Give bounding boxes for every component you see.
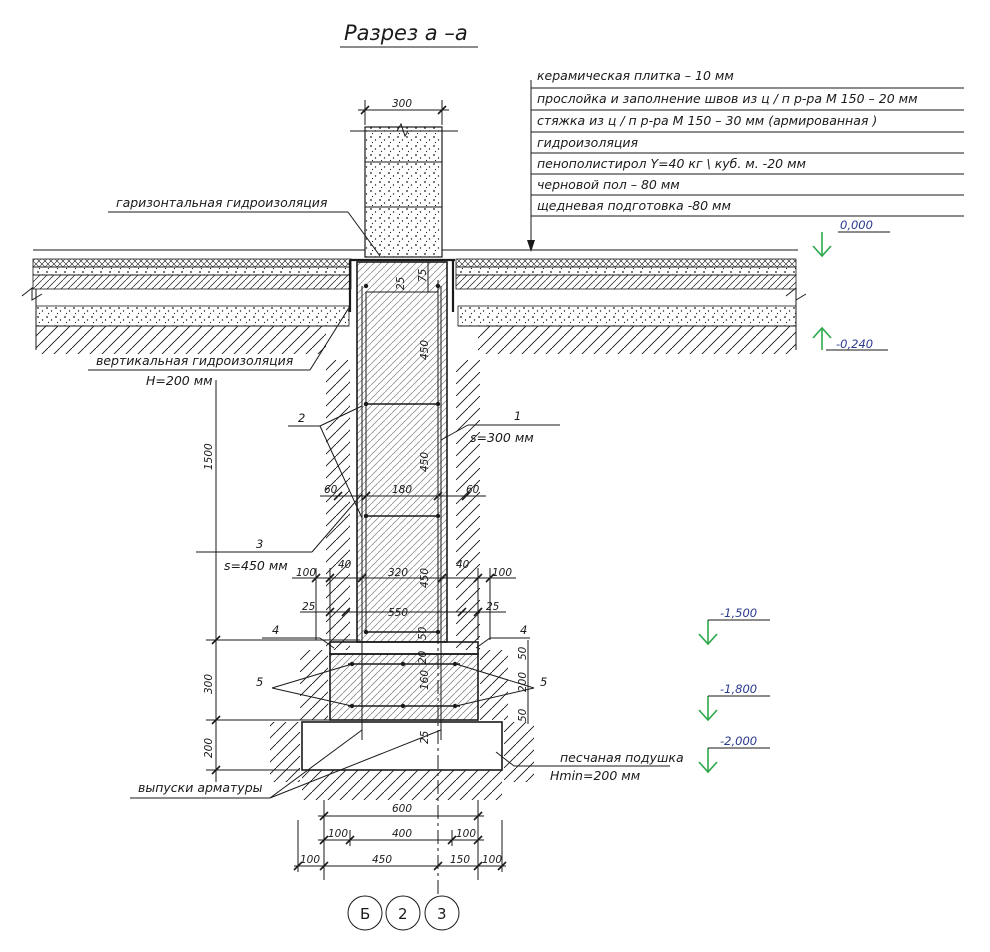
- left-notes: гаризонтальная гидроизоляция вертикальна…: [88, 195, 442, 799]
- level-minus-1800: -1,800: [698, 682, 770, 722]
- dim-25-left: 25: [302, 601, 316, 613]
- note-vertical-waterproofing: вертикальная гидроизоляция: [96, 353, 294, 368]
- brick-wall: 300: [350, 98, 458, 258]
- dim-450-h: 450: [372, 854, 392, 866]
- dim-wall-300: 300: [392, 98, 412, 110]
- dim-200-side: 200: [203, 738, 215, 758]
- dim-100-a: 100: [328, 828, 348, 840]
- dim-450-a: 450: [419, 340, 431, 360]
- dim-40-left: 40: [338, 559, 352, 571]
- level-0-label: 0,000: [840, 218, 873, 232]
- level-minus-1800-label: -1,800: [720, 682, 757, 696]
- layer-1: керамическая плитка – 10 мм: [537, 68, 734, 83]
- dim-100-c: 100: [300, 854, 320, 866]
- foundation-wall: 25 75 450 450 450: [326, 258, 480, 740]
- layer-3: стяжка из ц / п р-ра М 150 – 30 мм (арми…: [537, 113, 877, 128]
- mark-5-right: 5: [540, 675, 547, 689]
- dim-550: 550: [388, 607, 408, 619]
- floor-structure: [21, 249, 807, 354]
- dim-180: 180: [392, 484, 412, 496]
- mark-1: 1: [514, 409, 521, 423]
- section-title: Разрез а –а: [344, 21, 468, 45]
- layer-5: пенополистирол Y=40 кг \ куб. м. -20 мм: [537, 156, 806, 171]
- level-marks: 0,000 -0,240 -1,500 -1,800 -2,000: [698, 218, 890, 774]
- mark-1-spacing: s=300 мм: [470, 430, 534, 445]
- level-minus-0240-label: -0,240: [836, 337, 873, 351]
- axis-bubble-2: [385, 895, 421, 931]
- note-sand-cushion: песчаная подушка: [560, 750, 684, 765]
- level-minus-2000: -2,000: [698, 734, 770, 774]
- horizontal-dimensions: 60 180 60 100 40 320 40 100 25 550 25: [292, 484, 516, 880]
- axis-label-3: 3: [437, 905, 447, 923]
- dim-25-top: 25: [395, 276, 407, 290]
- dim-100-b: 100: [456, 828, 476, 840]
- mark-4-left: 4: [272, 623, 279, 637]
- dim-600: 600: [392, 803, 412, 815]
- axis-bubbles: Б 2 3: [347, 895, 460, 931]
- dim-20: 20: [417, 650, 429, 664]
- dim-75: 75: [417, 268, 429, 282]
- strip-footing: 160 20 50 25: [300, 626, 508, 744]
- mark-3-spacing: s=450 мм: [224, 558, 288, 573]
- dim-160: 160: [419, 670, 431, 690]
- dim-50-a: 50: [417, 626, 429, 640]
- layer-2: прослойка и заполнение швов из ц / п р-р…: [537, 91, 918, 106]
- dim-50-r2: 50: [517, 708, 529, 722]
- dim-25-right: 25: [486, 601, 500, 613]
- right-notes: 1 s=300 мм 4 5 песчаная подушка Hmin=200…: [440, 409, 684, 783]
- mark-5-left: 5: [256, 675, 263, 689]
- dim-400: 400: [392, 828, 412, 840]
- layer-callout: керамическая плитка – 10 мм прослойка и …: [527, 68, 964, 252]
- dim-60-left: 60: [324, 484, 338, 496]
- level-minus-1500: -1,500: [698, 606, 770, 646]
- dim-150: 150: [450, 854, 470, 866]
- dim-60-right: 60: [466, 484, 480, 496]
- level-minus-0240: -0,240: [812, 326, 888, 351]
- layer-6: черновой пол – 80 мм: [537, 177, 680, 192]
- sand-cushion: [270, 721, 534, 800]
- level-0: 0,000: [812, 218, 890, 258]
- dim-100-left: 100: [296, 567, 316, 579]
- dim-40-right: 40: [456, 559, 470, 571]
- note-vertical-height: Н=200 мм: [146, 373, 213, 388]
- dim-50-r: 50: [517, 646, 529, 660]
- dim-200-r: 200: [517, 672, 529, 692]
- axis-label-2: 2: [398, 905, 408, 923]
- dim-100-right: 100: [492, 567, 512, 579]
- dim-300: 300: [203, 674, 215, 694]
- mark-2: 2: [298, 411, 305, 425]
- level-minus-2000-label: -2,000: [720, 734, 757, 748]
- axis-label-b: Б: [360, 905, 370, 923]
- note-rebar-outlets: выпуски арматуры: [138, 780, 263, 795]
- vertical-dimensions: 1500 300 200 50 200 50: [203, 380, 529, 782]
- mark-3: 3: [256, 537, 263, 551]
- axis-bubble-3: [424, 895, 460, 931]
- dim-450-b: 450: [419, 452, 431, 472]
- dim-25-bot: 25: [419, 730, 431, 744]
- layer-7: щедневая подготовка -80 мм: [537, 198, 731, 213]
- mark-4-right: 4: [520, 623, 527, 637]
- level-minus-1500-label: -1,500: [720, 606, 757, 620]
- dim-1500: 1500: [203, 443, 215, 470]
- dim-100-d: 100: [482, 854, 502, 866]
- note-sand-height: Hmin=200 мм: [550, 768, 640, 783]
- axis-bubble-b: [347, 895, 383, 931]
- note-horizontal-waterproofing: гаризонтальная гидроизоляция: [116, 195, 328, 210]
- layer-4: гидроизоляция: [537, 135, 638, 150]
- dim-320: 320: [388, 567, 408, 579]
